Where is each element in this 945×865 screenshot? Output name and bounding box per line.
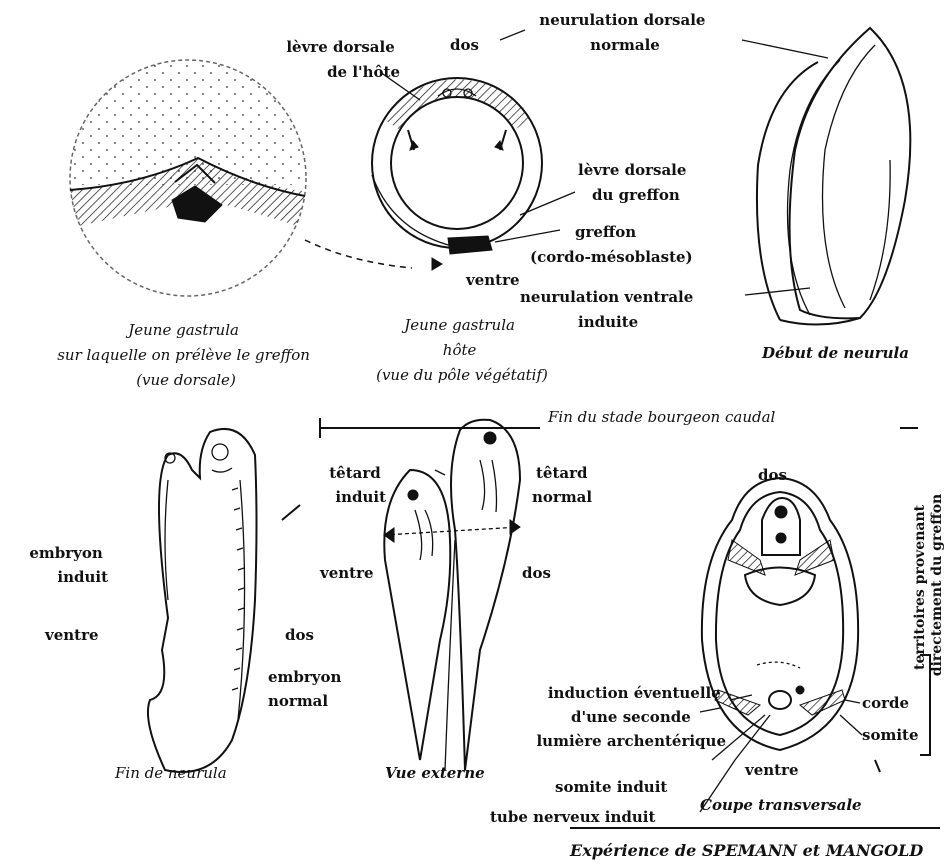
label-somite: somite <box>862 726 919 744</box>
label-graft: greffon (cordo-mésoblaste) <box>530 223 693 266</box>
label-normal-tadpole: têtard normal <box>532 464 593 506</box>
tadpoles-external <box>384 420 520 770</box>
label-graft-dorsal-lip: lèvre dorsale du greffon <box>578 161 692 204</box>
footer-experiment: Expérience de SPEMANN et MANGOLD <box>569 841 923 860</box>
caption-late-neurula: Fin de neurula <box>114 764 227 782</box>
late-neurula <box>148 429 300 772</box>
label-dos-tadpole: dos <box>522 564 551 582</box>
caption-early-neurula: Début de neurula <box>761 344 909 362</box>
label-ventral-neurulation: neurulation ventrale induite <box>520 288 699 331</box>
gastrula-dorsal-view <box>60 55 412 296</box>
label-ventre-host: ventre <box>465 271 520 289</box>
label-ventre-neurula: ventre <box>44 626 99 644</box>
early-neurula <box>742 28 910 325</box>
label-dos-neurula: dos <box>285 626 314 644</box>
label-dos-section: dos <box>758 466 787 484</box>
label-normal-embryo: embryon normal <box>268 668 347 710</box>
label-ventre-section: ventre <box>744 761 799 779</box>
stage-label: Fin du stade bourgeon caudal <box>547 408 776 426</box>
label-induction-note: induction éventuelle d'une seconde lumiè… <box>536 684 726 750</box>
caption-host-gastrula: Jeune gastrula hôte (vue du pôle végétat… <box>376 316 548 384</box>
caption-young-gastrula: Jeune gastrula sur laquelle on prélève l… <box>57 321 315 389</box>
label-dos-host: dos <box>450 36 479 54</box>
caption-external-view: Vue externe <box>385 764 485 782</box>
label-dorsal-neurulation: neurulation dorsale normale <box>539 11 710 54</box>
caption-transverse-section: Coupe transversale <box>700 796 862 814</box>
label-corde: corde <box>862 694 909 712</box>
label-induced-embryo: embryon induit <box>29 544 108 586</box>
host-gastrula <box>372 78 542 270</box>
label-induced-somite: somite induit <box>555 778 667 796</box>
label-host-dorsal-lip: lèvre dorsale de l'hôte <box>286 38 400 81</box>
side-label-graft-territories: territoires provenant directement du gre… <box>912 494 945 676</box>
label-induced-neural-tube: tube nerveux induit <box>490 808 655 826</box>
transverse-section <box>702 478 858 750</box>
label-ventre-tadpole: ventre <box>319 564 374 582</box>
label-induced-tadpole: têtard induit <box>329 464 386 506</box>
